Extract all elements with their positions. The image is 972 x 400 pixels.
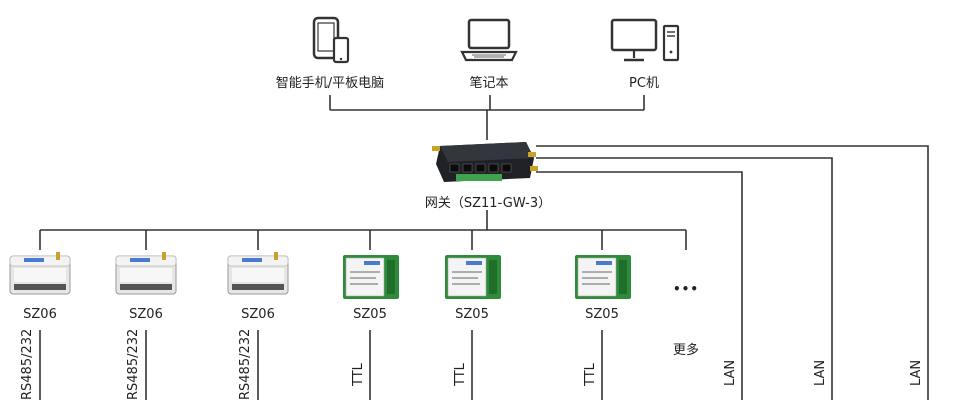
- phone-tablet-label: 智能手机/平板电脑: [275, 76, 385, 91]
- laptop-icon: [460, 18, 518, 62]
- sz05-label-3: SZ05: [585, 307, 619, 322]
- more-label: 更多: [672, 343, 700, 358]
- link-label-ttl-1: TTL: [351, 363, 366, 386]
- sz06-device-icon: [227, 252, 289, 295]
- link-label-lan-1: LAN: [723, 359, 738, 386]
- pc-label: PC机: [629, 76, 659, 91]
- link-label-rs485-1: RS485/232: [20, 328, 35, 400]
- line-lan-1: [536, 171, 743, 400]
- gateway-label: 网关（SZ11-GW-3）: [424, 196, 552, 211]
- phone-tablet-icon: [312, 16, 350, 64]
- line-lan-3: [536, 145, 929, 400]
- link-label-rs485-2: RS485/232: [126, 328, 141, 400]
- link-label-lan-3: LAN: [909, 359, 924, 386]
- sz06-device-icon: [9, 252, 71, 295]
- laptop-label: 笔记本: [469, 76, 509, 91]
- sz05-module-icon: [575, 255, 631, 299]
- sz06-label-3: SZ06: [241, 307, 275, 322]
- sz06-label-2: SZ06: [129, 307, 163, 322]
- sz05-label-1: SZ05: [353, 307, 387, 322]
- link-label-ttl-3: TTL: [583, 363, 598, 386]
- sz05-module-icon: [445, 255, 501, 299]
- link-label-ttl-2: TTL: [453, 363, 468, 386]
- sz06-device-icon: [115, 252, 177, 295]
- link-label-lan-2: LAN: [813, 359, 828, 386]
- more-dots: •••: [672, 282, 700, 296]
- sz06-label-1: SZ06: [23, 307, 57, 322]
- sz05-label-2: SZ05: [455, 307, 489, 322]
- pc-icon: [610, 18, 680, 62]
- sz05-module-icon: [343, 255, 399, 299]
- line-lan-2: [536, 157, 833, 400]
- link-label-rs485-3: RS485/232: [238, 328, 253, 400]
- gateway-router-icon: [432, 142, 538, 182]
